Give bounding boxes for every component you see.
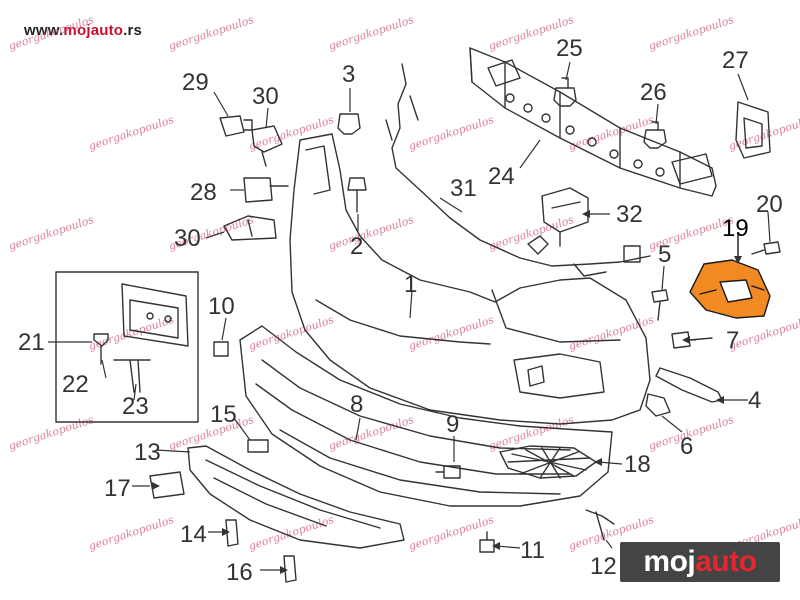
watermark-text: georgakopoulos bbox=[7, 213, 96, 253]
screw-20-part[interactable] bbox=[751, 241, 781, 255]
part-label-9: 9 bbox=[446, 411, 459, 438]
parking-sensor-part[interactable] bbox=[219, 115, 253, 137]
part-label-26: 26 bbox=[640, 79, 667, 106]
watermark-text: georgakopoulos bbox=[567, 113, 656, 153]
bumper-cover-part[interactable] bbox=[289, 133, 651, 425]
part-label-18: 18 bbox=[624, 451, 651, 478]
part-label-4: 4 bbox=[748, 387, 761, 414]
watermark-text: georgakopoulos bbox=[407, 513, 496, 553]
watermark-text: georgakopoulos bbox=[247, 313, 336, 353]
watermark-text: georgakopoulos bbox=[247, 513, 336, 553]
connector-32-part[interactable] bbox=[541, 187, 589, 247]
part-label-15: 15 bbox=[210, 401, 237, 428]
part-label-7: 7 bbox=[726, 327, 739, 354]
part-label-19: 19 bbox=[722, 215, 749, 242]
screw-11-part[interactable] bbox=[479, 531, 495, 553]
clip-15-part[interactable] bbox=[247, 439, 269, 453]
clip-10-part[interactable] bbox=[213, 341, 229, 357]
license-plate-kit-part[interactable] bbox=[55, 271, 199, 423]
part-label-20: 20 bbox=[756, 191, 783, 218]
clip-14-part[interactable] bbox=[225, 519, 239, 547]
reinforcement-beam-part[interactable] bbox=[469, 47, 717, 197]
sensor-holder-part[interactable] bbox=[251, 125, 283, 167]
part-label-6: 6 bbox=[680, 433, 693, 460]
part-label-13: 13 bbox=[134, 439, 161, 466]
part-label-8: 8 bbox=[350, 391, 363, 418]
watermark-text: georgakopoulos bbox=[87, 313, 176, 353]
bracket-17-part[interactable] bbox=[149, 471, 185, 499]
clip-16-part[interactable] bbox=[283, 555, 297, 583]
part-label-30-top: 30 bbox=[252, 83, 279, 110]
spoiler-part[interactable] bbox=[187, 445, 405, 549]
sensor-bracket-part[interactable] bbox=[223, 215, 277, 241]
screw-2-part[interactable] bbox=[347, 177, 367, 213]
screw-9-part[interactable] bbox=[435, 465, 461, 479]
part-label-30-bottom: 30 bbox=[174, 225, 201, 252]
part-label-29: 29 bbox=[182, 69, 209, 96]
part-labels: 29 30 3 28 30 2 31 25 27 26 24 32 19 20 … bbox=[18, 35, 783, 586]
part-label-25: 25 bbox=[556, 35, 583, 62]
part-label-11: 11 bbox=[520, 537, 545, 564]
reflector-strip-part[interactable] bbox=[655, 367, 723, 403]
nut-26-part[interactable] bbox=[643, 121, 667, 149]
part-label-12: 12 bbox=[590, 553, 617, 580]
watermark-text: georgakopoulos bbox=[7, 413, 96, 453]
fog-lamp-frame-part[interactable] bbox=[689, 259, 771, 319]
part-label-31: 31 bbox=[450, 175, 477, 202]
wiring-harness-part[interactable] bbox=[385, 63, 651, 277]
part-label-21: 21 bbox=[18, 329, 45, 356]
leader-arrowheads bbox=[152, 210, 742, 574]
bracket-27-part[interactable] bbox=[735, 101, 771, 159]
watermark-text: georgakopoulos bbox=[167, 13, 256, 53]
part-label-27: 27 bbox=[722, 47, 749, 74]
part-label-14: 14 bbox=[180, 521, 207, 548]
site-url[interactable]: www.mojauto.rs bbox=[24, 22, 143, 39]
part-label-28: 28 bbox=[190, 179, 217, 206]
watermark-text: georgakopoulos bbox=[327, 213, 416, 253]
watermark-text: georgakopoulos bbox=[87, 113, 176, 153]
part-label-5: 5 bbox=[658, 241, 671, 268]
watermark-text: georgakopoulos bbox=[727, 113, 800, 153]
holder-28-part[interactable] bbox=[243, 177, 289, 203]
part-label-1: 1 bbox=[404, 271, 417, 298]
watermark-text: georgakopoulos bbox=[87, 513, 176, 553]
leader-lines bbox=[48, 61, 771, 571]
pin-12-part[interactable] bbox=[585, 509, 615, 541]
part-label-3: 3 bbox=[342, 61, 355, 88]
watermark-text: georgakopoulos bbox=[327, 13, 416, 53]
part-label-2: 2 bbox=[350, 233, 363, 260]
part-label-23: 23 bbox=[122, 393, 149, 420]
part-label-24: 24 bbox=[488, 163, 515, 190]
part-label-32: 32 bbox=[616, 201, 643, 228]
part-label-10: 10 bbox=[208, 293, 235, 320]
lower-grille-part[interactable] bbox=[239, 325, 613, 507]
nut-25-part[interactable] bbox=[553, 77, 577, 107]
watermark-text: georgakopoulos bbox=[407, 113, 496, 153]
fog-grille-part[interactable] bbox=[499, 445, 597, 479]
part-label-17: 17 bbox=[104, 475, 131, 502]
nut-3-part[interactable] bbox=[337, 113, 361, 135]
watermark-text: georgakopoulos bbox=[567, 313, 656, 353]
clip-6-part[interactable] bbox=[645, 393, 671, 417]
watermark-text: georgakopoulos bbox=[407, 313, 496, 353]
part-label-16: 16 bbox=[226, 559, 253, 586]
screw-5-part[interactable] bbox=[651, 289, 669, 321]
watermark-text: georgakopoulos bbox=[7, 13, 96, 53]
part-label-22: 22 bbox=[62, 371, 89, 398]
